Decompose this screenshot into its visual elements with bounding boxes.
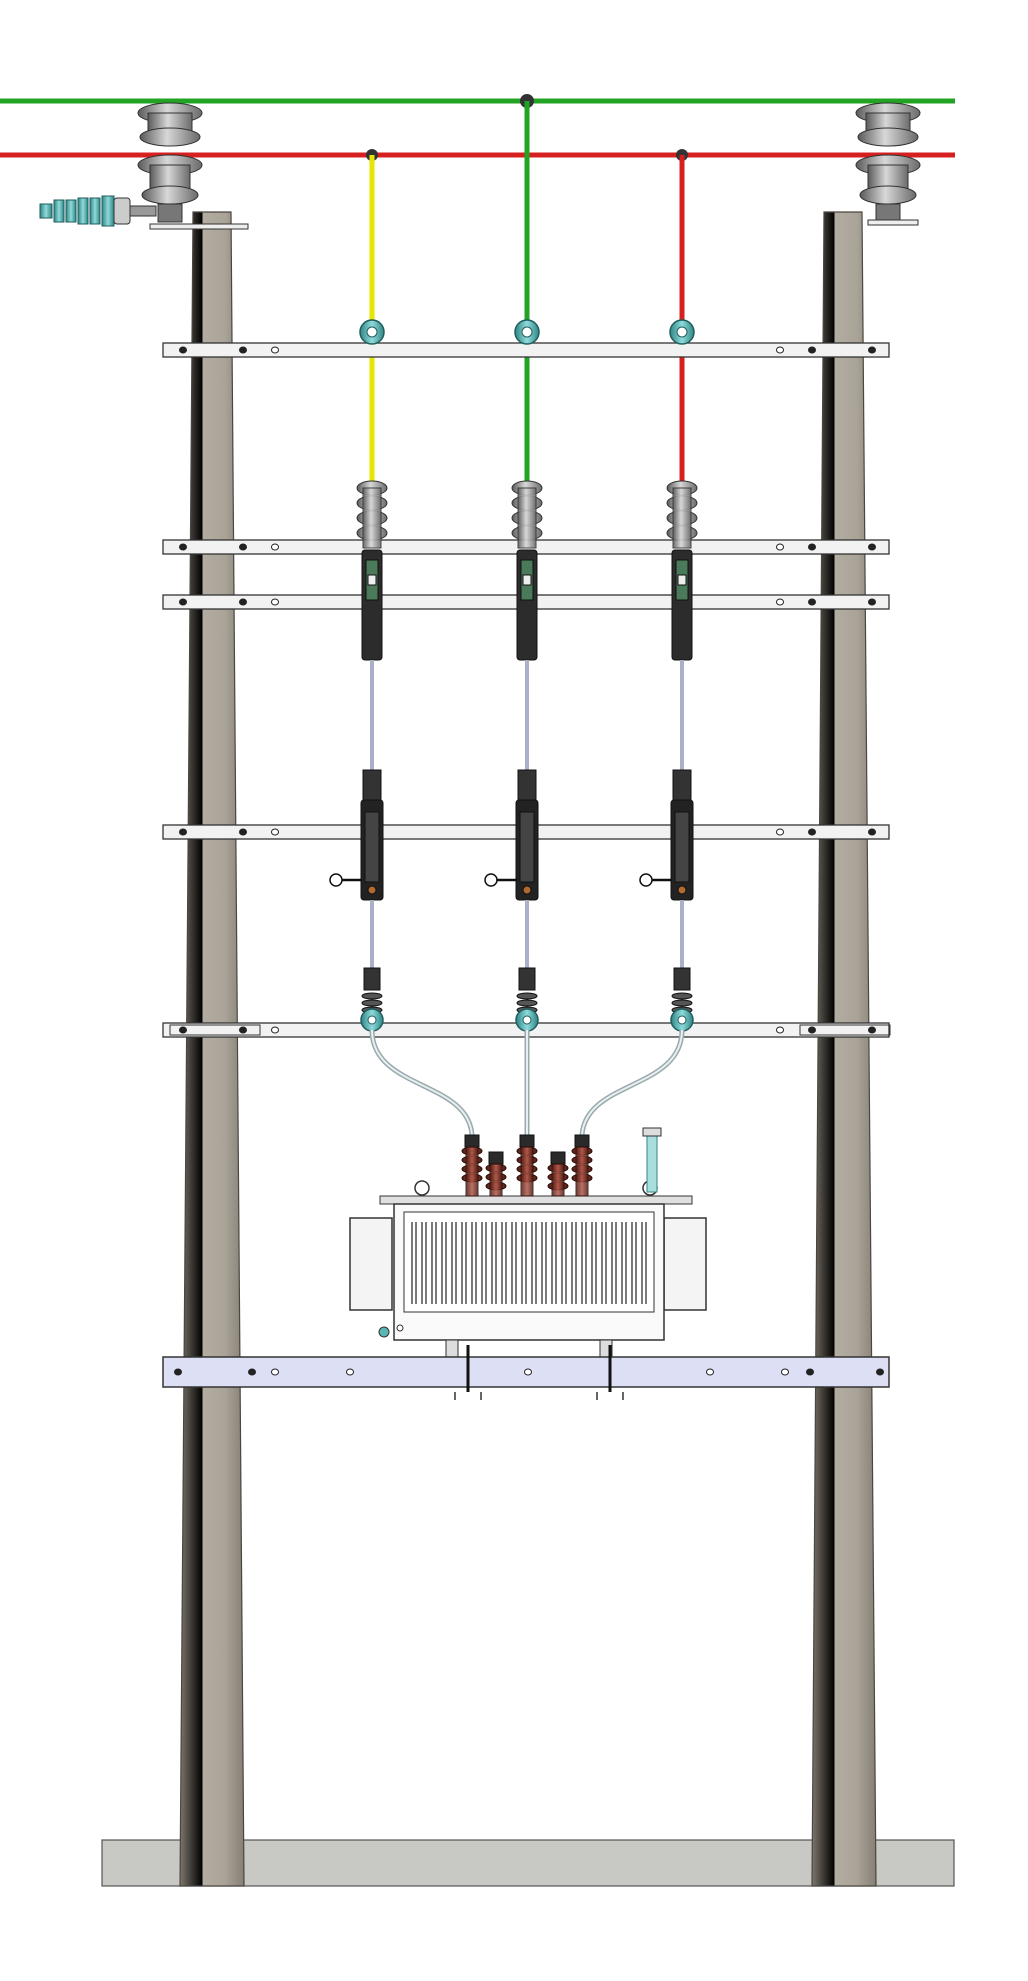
disconnect-switch xyxy=(329,769,384,970)
surge-arrester-ring xyxy=(669,319,695,345)
disconnect-switch xyxy=(484,769,539,970)
cable-phase-a xyxy=(369,1029,475,1136)
cable-termination xyxy=(515,967,539,1032)
cable-phase-c-core xyxy=(581,1029,683,1136)
surge-arrester-ring xyxy=(359,319,385,345)
hv-bushing xyxy=(461,1134,483,1197)
cable-termination xyxy=(360,967,384,1032)
hv-bushing xyxy=(516,1134,538,1197)
crossarm xyxy=(162,342,890,358)
strain-insulator xyxy=(39,195,157,227)
pin-insulator xyxy=(137,102,249,230)
lv-bushing xyxy=(547,1151,569,1197)
right-pole xyxy=(811,211,877,1887)
surge-arrester-ring xyxy=(514,319,540,345)
fuse-cutout xyxy=(356,480,388,770)
hv-bushing xyxy=(571,1134,593,1197)
lv-bushing xyxy=(485,1151,507,1197)
distribution-transformer xyxy=(349,1127,707,1359)
fuse-cutout xyxy=(511,480,543,770)
fuse-cutout xyxy=(666,480,698,770)
cable-termination xyxy=(670,967,694,1032)
transformer-support-beam xyxy=(162,1345,890,1400)
left-pole xyxy=(179,211,245,1887)
disconnect-switch xyxy=(639,769,694,970)
cable-phase-a-core xyxy=(371,1029,473,1136)
cable-phase-c xyxy=(579,1029,685,1136)
pin-insulator xyxy=(855,102,921,226)
